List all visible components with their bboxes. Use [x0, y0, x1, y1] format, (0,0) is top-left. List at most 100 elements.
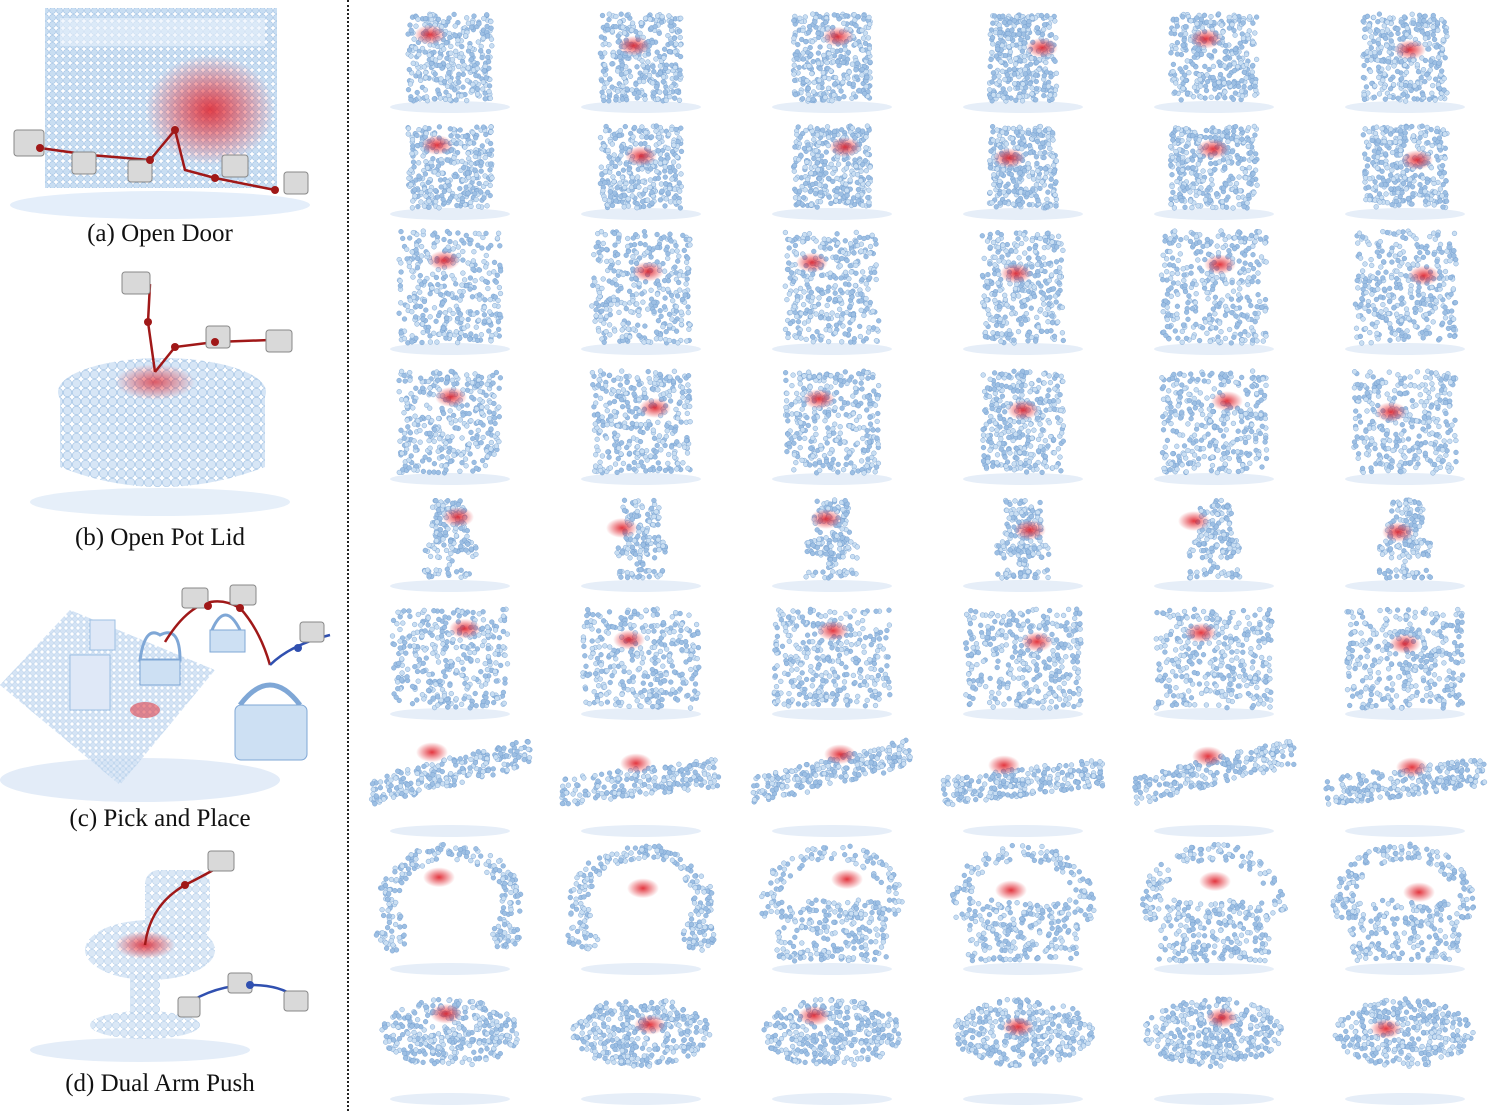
affordance-heat-door-right-edge — [1394, 39, 1426, 60]
caption-pick-and-place: (c) Pick and Place — [69, 805, 251, 832]
affordance-heat-bag-handle — [995, 880, 1027, 901]
task-panels: (a) Open Door — [0, 0, 345, 1111]
affordance-heat-center-low — [1375, 402, 1407, 422]
affordance-heat-back — [1178, 511, 1210, 531]
chair-pointcloud — [1119, 492, 1309, 592]
handle-objects-pointcloud — [546, 840, 736, 975]
cabinet-door-render — [963, 12, 1083, 113]
affordance-heat-mug-handle — [1403, 882, 1435, 903]
affordance-heat-mid — [1396, 757, 1428, 778]
affordance-heat-center — [803, 389, 835, 409]
chair-render — [390, 498, 510, 592]
chair-pointcloud — [737, 492, 927, 592]
caption-dual-arm-push: (d) Dual Arm Push — [65, 1070, 255, 1097]
affordance-heat-edge — [798, 1005, 830, 1026]
pot-render — [962, 606, 1084, 720]
affordance-heat-mug-handle — [1199, 871, 1231, 892]
tabletop-pointcloud — [355, 980, 545, 1105]
affordance-heat-mid — [620, 753, 652, 774]
cabinet-drawer-pointcloud — [355, 225, 545, 355]
affordance-heat-center-right — [1408, 265, 1440, 286]
cabinet-drawer-render — [963, 229, 1083, 355]
handle-objects-pointcloud — [355, 840, 545, 975]
pot-pointcloud — [928, 595, 1118, 720]
cabinet-drawer-pointcloud — [737, 365, 927, 485]
chair-render — [581, 497, 701, 592]
pot-pointcloud — [1310, 595, 1499, 720]
cabinet-door-render — [772, 123, 892, 220]
stapler-pointcloud — [355, 722, 545, 837]
cabinet-door-render — [390, 124, 510, 220]
cabinet-drawer-render — [1154, 368, 1274, 485]
affordance-heat-corner — [1206, 1007, 1238, 1028]
stapler-render — [940, 755, 1106, 837]
tabletop-render — [379, 997, 520, 1105]
pot-pointcloud — [546, 595, 736, 720]
pot-render — [1153, 606, 1275, 720]
stapler-pointcloud — [546, 722, 736, 837]
chair-pointcloud — [928, 492, 1118, 592]
cabinet-drawer-render — [1345, 228, 1465, 355]
affordance-heat-seat — [606, 518, 638, 538]
tabletop-pointcloud — [546, 980, 736, 1105]
affordance-heat-door-handle-low — [993, 148, 1025, 168]
cabinet-door-render — [963, 123, 1083, 220]
handle-objects-render — [565, 843, 717, 975]
affordance-heat-door-right — [1190, 28, 1222, 49]
cabinet-drawer-pointcloud — [928, 365, 1118, 485]
open-pot-lid-illustration — [30, 271, 293, 516]
cabinet-door-render — [390, 11, 510, 113]
affordance-heat-lid-center — [613, 629, 645, 650]
affordance-heat-lid-center — [1185, 622, 1217, 643]
chair-render — [772, 497, 892, 592]
handle-objects-pointcloud — [928, 840, 1118, 975]
handle-objects-render — [759, 843, 905, 975]
chair-render — [963, 497, 1083, 592]
panel-open-pot-lid: (b) Open Pot Lid — [0, 262, 345, 557]
affordance-heat-edge — [430, 1003, 462, 1024]
pick-and-place-illustration — [0, 584, 331, 802]
handle-objects-pointcloud — [1119, 840, 1309, 975]
cabinet-drawer-render — [1154, 228, 1274, 355]
cabinet-door-pointcloud — [1119, 8, 1309, 113]
cabinet-door-pointcloud — [546, 120, 736, 220]
pot-render — [1344, 606, 1466, 720]
cabinet-drawer-pointcloud — [928, 225, 1118, 355]
pot-render — [389, 606, 511, 720]
cabinet-door-pointcloud — [355, 120, 545, 220]
cabinet-drawer-render — [581, 368, 701, 485]
panel-open-door: (a) Open Door — [0, 0, 345, 255]
chair-pointcloud — [546, 492, 736, 592]
cabinet-door-render — [1154, 123, 1274, 220]
affordance-heat-headphone-band — [423, 867, 455, 888]
affordance-heat-seam — [639, 398, 671, 418]
tabletop-render — [570, 998, 713, 1105]
cabinet-door-pointcloud — [1119, 120, 1309, 220]
affordance-heat-end — [824, 744, 856, 765]
affordance-heat-center — [796, 252, 828, 273]
affordance-heat-door-mid — [1401, 150, 1433, 170]
tabletop-render — [1332, 996, 1476, 1105]
affordance-heat-lid-center — [817, 620, 849, 641]
affordance-grid — [355, 0, 1499, 1111]
handle-objects-pointcloud — [737, 840, 927, 975]
stapler-pointcloud — [1119, 722, 1309, 837]
chair-render — [1154, 497, 1274, 592]
cabinet-door-pointcloud — [546, 8, 736, 113]
stapler-pointcloud — [928, 722, 1118, 837]
affordance-heat-seat — [1014, 520, 1046, 540]
cabinet-drawer-render — [581, 229, 701, 355]
chair-pointcloud — [1310, 492, 1499, 592]
affordance-heat-door-inner — [421, 135, 453, 155]
cabinet-drawer-pointcloud — [737, 225, 927, 355]
cabinet-drawer-pointcloud — [546, 225, 736, 355]
affordance-heat-lid-center — [1389, 633, 1421, 654]
cabinet-door-render — [1345, 123, 1465, 220]
handle-objects-render — [950, 842, 1097, 975]
tabletop-render — [953, 997, 1095, 1105]
affordance-heat-seat — [1382, 522, 1414, 542]
cabinet-door-pointcloud — [1310, 8, 1499, 113]
cabinet-drawer-render — [390, 228, 510, 355]
affordance-heat-center-right — [632, 261, 664, 282]
stapler-render — [369, 739, 533, 837]
